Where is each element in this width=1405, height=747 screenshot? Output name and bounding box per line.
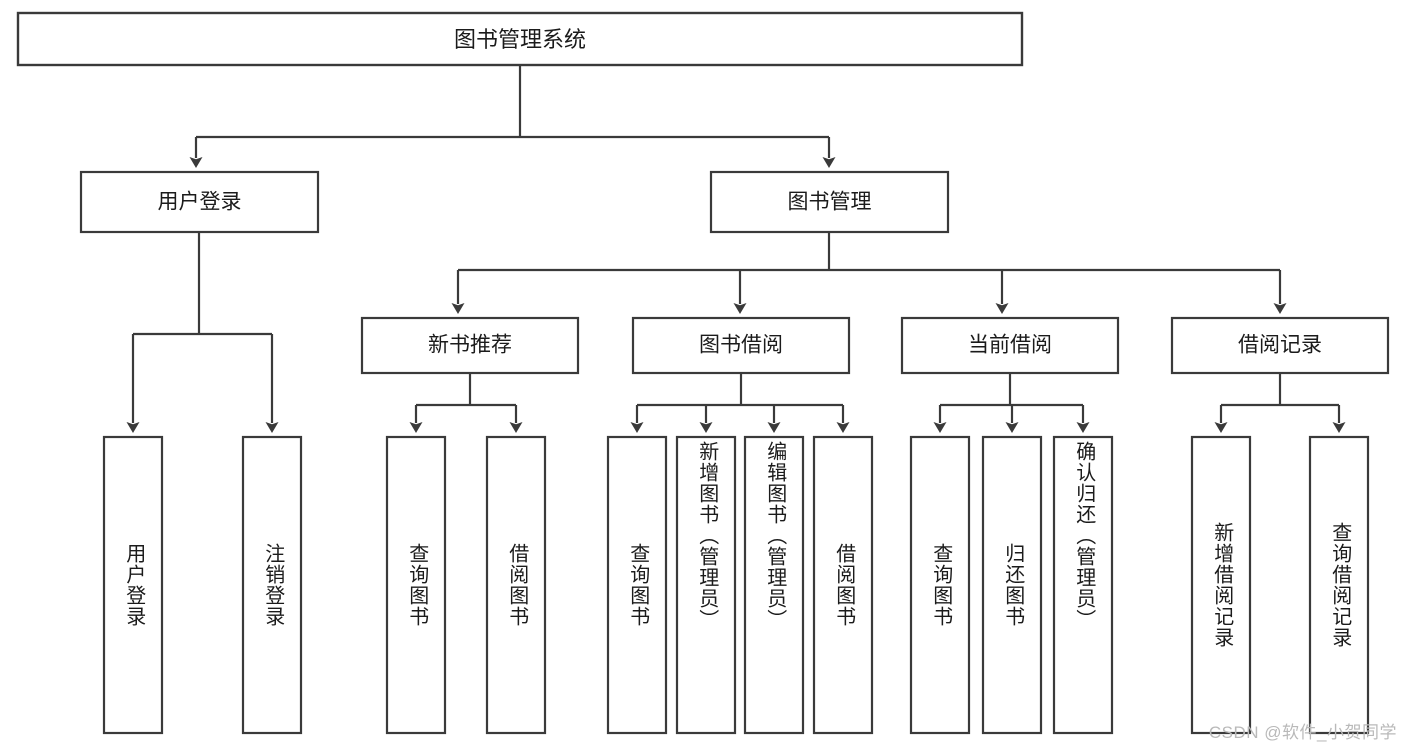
leaf-box-add-book[interactable] — [675, 435, 737, 735]
connector-user-login-to-leaves — [126, 232, 279, 433]
node-root[interactable]: 图书管理系统 — [16, 11, 1024, 67]
node-borrow-record[interactable]: 借阅记录 — [1170, 316, 1390, 375]
node-book-manage-label: 图书管理 — [788, 191, 872, 214]
csdn-watermark: CSDN @软件_小贺同学 — [1208, 723, 1397, 742]
leaf-box-borrow-book-2[interactable] — [812, 435, 874, 735]
leaf-box-query-record[interactable] — [1308, 435, 1370, 735]
node-new-book-recommend[interactable]: 新书推荐 — [360, 316, 580, 375]
leaf-box-return-book[interactable] — [981, 435, 1043, 735]
leaf-box-query-book-3[interactable] — [909, 435, 971, 735]
node-user-login-label: 用户登录 — [158, 191, 242, 214]
connector-new-book-recommend-to-leaves — [409, 373, 523, 433]
node-book-borrow[interactable]: 图书借阅 — [631, 316, 851, 375]
leaf-box-user-login[interactable] — [102, 435, 164, 735]
leaf-box-logout[interactable] — [241, 435, 303, 735]
node-current-borrow-label: 当前借阅 — [968, 334, 1052, 357]
connector-borrow-record-to-leaves — [1214, 373, 1346, 433]
node-root-label: 图书管理系统 — [454, 27, 586, 52]
leaf-box-add-record[interactable] — [1190, 435, 1252, 735]
node-new-book-recommend-label: 新书推荐 — [428, 334, 512, 357]
leaf-boxes — [102, 435, 1370, 735]
node-book-manage[interactable]: 图书管理 — [709, 170, 950, 234]
node-user-login[interactable]: 用户登录 — [79, 170, 320, 234]
connector-book-manage-to-level3 — [451, 232, 1287, 314]
node-current-borrow[interactable]: 当前借阅 — [900, 316, 1120, 375]
leaf-box-edit-book[interactable] — [743, 435, 805, 735]
leaf-box-borrow-book-1[interactable] — [485, 435, 547, 735]
node-borrow-record-label: 借阅记录 — [1238, 334, 1322, 357]
connector-book-borrow-to-leaves — [630, 373, 850, 433]
leaf-box-query-book-2[interactable] — [606, 435, 668, 735]
connector-root-to-level2 — [189, 65, 836, 168]
connector-current-borrow-to-leaves — [933, 373, 1090, 433]
node-book-borrow-label: 图书借阅 — [699, 334, 783, 357]
leaf-box-query-book-1[interactable] — [385, 435, 447, 735]
leaf-box-confirm-return[interactable] — [1052, 435, 1114, 735]
